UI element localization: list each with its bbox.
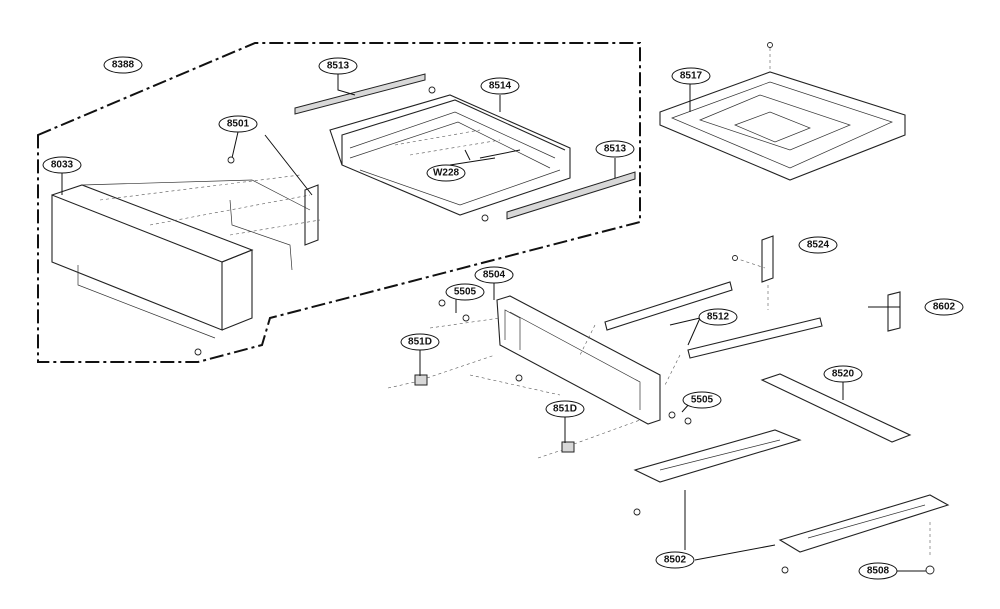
callout-5505-upper: 5505 [454,287,477,298]
callout-8602: 8602 [933,302,956,313]
callout-8504: 8504 [483,270,506,281]
part-8520-slide [760,373,912,443]
callout-labels: 8388 8513 8514 8517 8501 8033 8513 W228 … [42,56,964,580]
part-8602-clip [887,291,901,332]
part-8033-front-panel [51,174,321,339]
callout-8514: 8514 [489,81,512,92]
callout-8501: 8501 [227,119,250,130]
part-851d-foot-upper [387,354,496,389]
callout-851d-upper: 851D [408,337,432,348]
assembly-boundary-8388 [37,42,641,363]
part-8517-cover-plate [659,42,906,181]
callout-8033: 8033 [51,160,74,171]
callout-8388: 8388 [112,60,135,71]
part-8512-rails [579,281,823,386]
callout-8502: 8502 [664,555,687,566]
part-8502-base-rails [633,429,950,574]
callout-8520: 8520 [832,369,855,380]
callout-8512: 8512 [707,312,730,323]
callout-5505-lower: 5505 [691,395,714,406]
part-8501-bracket [227,131,319,246]
part-8513-rail-upper [294,73,426,115]
screws [194,299,935,575]
leader-lines [61,74,926,572]
callout-851d-lower: 851D [553,404,577,415]
callout-w228: W228 [433,168,460,179]
part-8504-side-frame [429,295,661,425]
callout-8513-lower: 8513 [604,144,627,155]
part-8514-drawer-tray [329,86,571,222]
callout-8513-upper: 8513 [327,61,350,72]
part-8524-bracket [732,235,774,310]
part-851d-foot-lower [537,419,641,459]
callout-8508: 8508 [867,566,890,577]
callout-8524: 8524 [807,240,830,251]
part-8513-rail-lower [506,171,636,220]
callout-8517: 8517 [680,71,703,82]
